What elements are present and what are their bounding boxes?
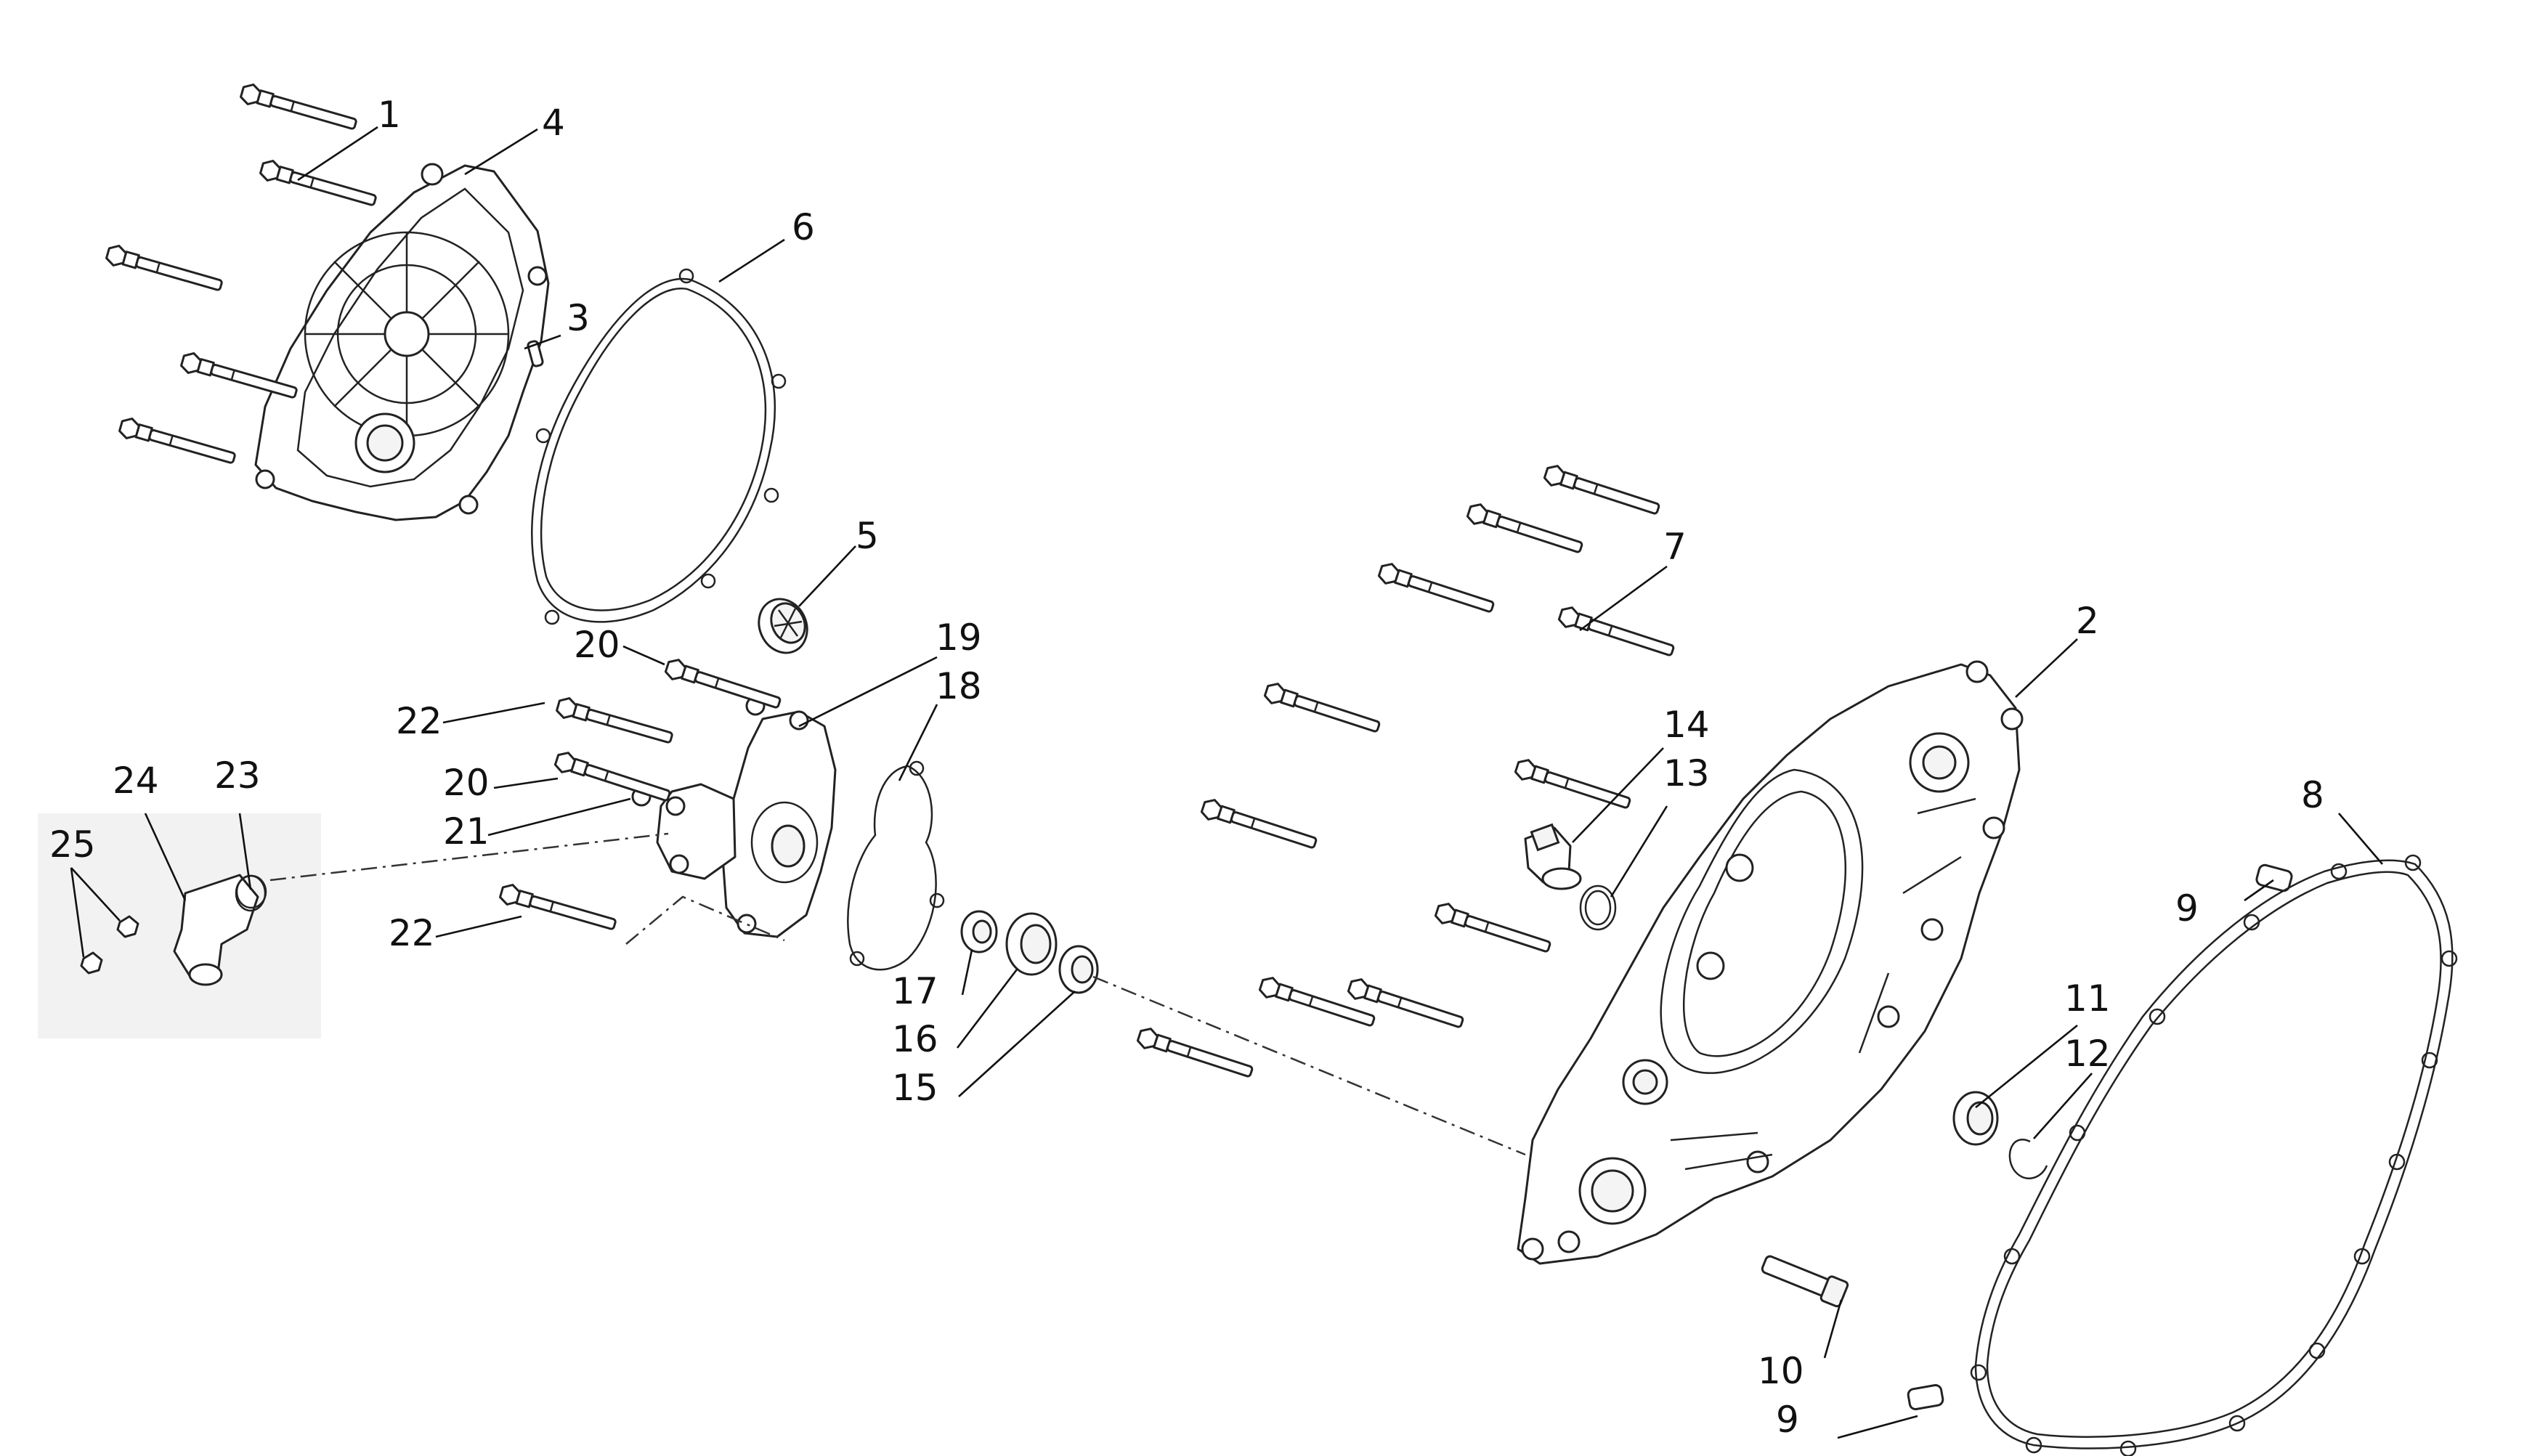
callout-23: 23: [214, 755, 261, 797]
clutch-cover: [254, 163, 550, 521]
callout-7: 7: [1663, 526, 1687, 568]
assembly-lines: [269, 832, 1526, 1156]
water-pump-cap: [758, 598, 808, 654]
callout-9-upper: 9: [2175, 887, 2199, 930]
callout-13: 13: [1663, 752, 1710, 794]
water-pump-gasket: [847, 765, 937, 971]
callout-9-lower: 9: [1776, 1399, 1799, 1441]
callout-19: 19: [936, 617, 982, 659]
callout-11: 11: [2064, 977, 2111, 1020]
callout-16: 16: [892, 1018, 938, 1060]
callout-22-lower: 22: [389, 912, 435, 954]
shaft-10: [1761, 1255, 1849, 1308]
circlip-12: [2008, 1139, 2048, 1179]
water-pump-cover: [656, 710, 837, 938]
callout-3: 3: [567, 297, 590, 339]
engine-side-cover: [1517, 660, 2024, 1265]
callout-14: 14: [1663, 704, 1710, 746]
callout-20-lower: 20: [443, 762, 490, 804]
leader-lines: [70, 126, 2383, 1439]
bearing-15: [1058, 945, 1099, 994]
oil-seal-11: [1952, 1091, 1999, 1146]
callout-2: 2: [2076, 600, 2099, 642]
seal-17: [960, 910, 998, 953]
callout-18: 18: [936, 665, 982, 707]
bolt-group-7: [1135, 462, 1677, 1083]
callout-17: 17: [892, 970, 938, 1012]
oil-filler-plug: [1524, 823, 1582, 890]
o-ring-13: [1579, 884, 1617, 931]
callout-6: 6: [792, 206, 815, 248]
callout-4: 4: [542, 102, 565, 144]
callout-5: 5: [856, 515, 879, 557]
callout-15: 15: [892, 1067, 938, 1109]
callout-20-upper: 20: [574, 624, 620, 666]
cover-gasket: [531, 277, 776, 623]
callout-25: 25: [49, 823, 96, 866]
dowel-9-upper: [2255, 863, 2293, 892]
dowel-9-lower: [1907, 1383, 1944, 1411]
dowel-pin: [527, 340, 544, 367]
callout-21: 21: [443, 810, 490, 853]
callout-8: 8: [2301, 774, 2324, 816]
callout-22-upper: 22: [396, 700, 442, 742]
callout-12: 12: [2064, 1033, 2111, 1075]
seal-16: [1005, 912, 1058, 976]
callout-10: 10: [1758, 1350, 1804, 1392]
callout-24: 24: [113, 760, 159, 802]
callout-1: 1: [378, 94, 401, 136]
o-ring-23: [235, 874, 267, 912]
callout-labels: 1 2 3 4 5 6 7 8 9 9 10 11 12 13 14 15 16…: [49, 94, 2324, 1441]
main-cover-gasket: [1974, 859, 2454, 1449]
